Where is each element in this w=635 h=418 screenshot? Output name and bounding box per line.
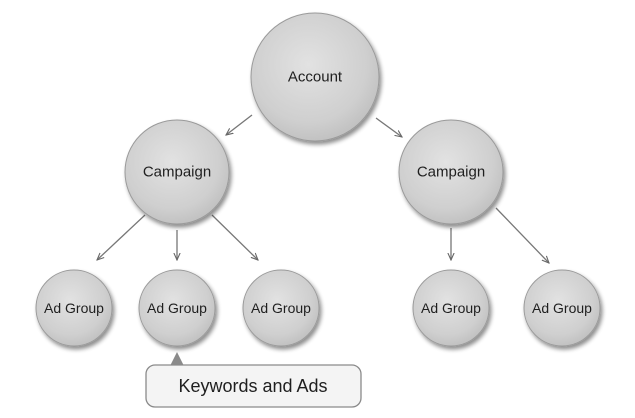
ad-group-node-label: Ad Group: [147, 300, 207, 316]
ad-group-node: Ad Group: [412, 269, 490, 347]
ad-group-node-label: Ad Group: [251, 300, 311, 316]
ad-group-node-label: Ad Group: [421, 300, 481, 316]
ad-group-node: Ad Group: [138, 269, 216, 347]
arrow-campaign-1-to-ad-group-3: [211, 214, 258, 260]
arrow-account-to-campaign-1: [226, 114, 253, 135]
ad-group-node-label: Ad Group: [532, 300, 592, 316]
callout-pointer: [170, 352, 184, 366]
ad-group-node: Ad Group: [35, 269, 113, 347]
arrow-campaign-1-to-ad-group-1: [97, 214, 146, 260]
campaign-node-label: Campaign: [417, 164, 485, 181]
ad-group-node: Ad Group: [242, 269, 320, 347]
arrow-campaign-2-to-ad-group-5: [495, 207, 549, 263]
ad-group-node-label: Ad Group: [44, 300, 104, 316]
ad-group-node: Ad Group: [523, 269, 601, 347]
campaign-node: Campaign: [124, 119, 230, 225]
campaign-node: Campaign: [398, 119, 504, 225]
account-node: Account: [250, 12, 380, 142]
account-node-label: Account: [288, 69, 343, 86]
callout-label: Keywords and Ads: [178, 376, 327, 396]
campaign-node-label: Campaign: [143, 164, 211, 181]
connectors: [97, 114, 549, 263]
arrow-account-to-campaign-2: [375, 117, 402, 137]
keywords-ads-callout: Keywords and Ads: [145, 352, 362, 408]
